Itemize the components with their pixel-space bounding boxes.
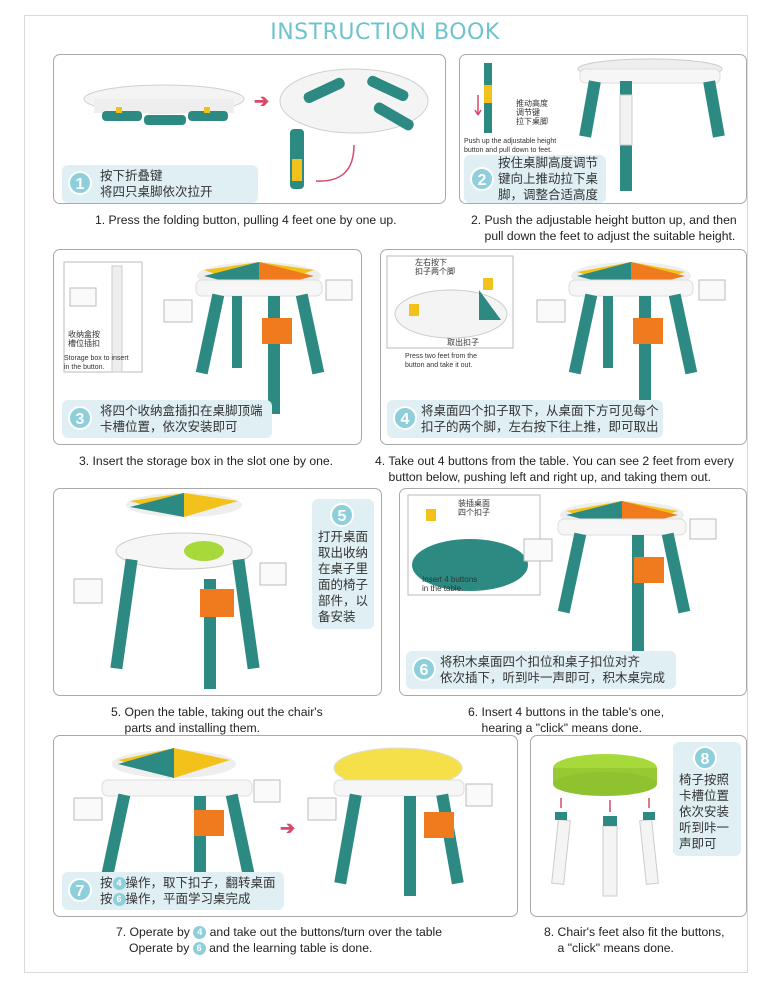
step-4-callout-cn-2: 取出扣子 [447, 338, 479, 347]
step-2-chinese-text: 按住桌脚高度调节 键向上推动拉下桌 脚，调整合适高度 [498, 156, 599, 202]
step-4-instruction-box: 4 将桌面四个扣子取下，从桌面下方可见每个 扣子的两个脚，左右按下往上推，即可取… [387, 400, 663, 438]
step-8-instruction-box: 8 椅子按照 卡槽位置 依次安装 听到咔一 声即可 [673, 742, 741, 856]
step-7-caption-1-post: and take out the buttons/turn over the t… [209, 925, 443, 939]
step-2-callout-cn: 推动高度 调节键 拉下桌脚 [516, 99, 548, 126]
step-1-caption: 1. Press the folding button, pulling 4 f… [95, 213, 397, 227]
step-7-caption-1-ref-badge: 4 [193, 926, 207, 940]
step-7-caption-line-2: Operate by 6 and the learning table is d… [129, 940, 372, 956]
step-3-callout-cn: 收纳盒按 槽位插扣 [68, 330, 100, 348]
step-7-cn-line-1-ref-badge: 4 [112, 877, 126, 891]
step-6-chinese-text: 将积木桌面四个扣位和桌子扣位对齐 依次插下，听到咔一声即可，积木桌完成 [440, 655, 666, 685]
storage-box-illustration [63, 261, 353, 414]
step-7-cn-line-2-ref-badge: 6 [112, 893, 126, 907]
step-7-caption-2-ref-badge: 6 [192, 942, 206, 956]
step-8-panel: 8 椅子按照 卡槽位置 依次安装 听到咔一 声即可 [530, 735, 747, 917]
remove-buttons-illustration [386, 255, 726, 414]
step-7-caption-1-pre: 7. Operate by [116, 925, 190, 939]
step-2-callout-en: Push up the adjustable height button and… [464, 138, 557, 154]
folded-table-illustration: ➔ [83, 68, 429, 189]
step-3-caption: 3. Insert the storage box in the slot on… [79, 454, 334, 468]
svg-text:➔: ➔ [254, 91, 269, 111]
step-1-instruction-box: 1 按下折叠键 将四只桌脚依次拉开 [62, 165, 258, 203]
step-8-number-badge: 8 [693, 746, 717, 770]
step-5-number-badge: 5 [330, 503, 354, 527]
step-3-chinese-text: 将四个收纳盒插扣在桌脚顶端 卡槽位置，依次安装即可 [100, 404, 263, 434]
step-1-chinese-text: 按下折叠键 将四只桌脚依次拉开 [100, 169, 213, 199]
step-3-panel: 收纳盒按 槽位插扣 Storage box to insert in the b… [53, 249, 362, 445]
step-1-panel: ➔ 1 按下折叠键 将四只桌脚依次拉开 [53, 54, 446, 204]
step-4-panel: 左右按下 扣子两个脚 取出扣子 Press two feet from the … [380, 249, 747, 445]
step-4-number-badge: 4 [393, 406, 417, 430]
step-7-cn-line-2-pre: 按 [100, 892, 113, 906]
adjust-height-illustration [474, 58, 725, 191]
step-8-caption: 8. Chair's feet also fit the buttons, a … [544, 925, 725, 955]
step-5-panel: 5 打开桌面 取出收纳 在桌子里 面的椅子 部件，以 备安装 [53, 488, 382, 696]
step-1-number-badge: 1 [68, 171, 92, 195]
step-7-caption-line-1: 7. Operate by 4 and take out the buttons… [116, 924, 442, 940]
step-5-caption: 5. Open the table, taking out the chair'… [111, 705, 323, 735]
step-7-cn-line-2-post: 操作，平面学习桌完成 [125, 892, 251, 906]
step-6-caption: 6. Insert 4 buttons in the table's one, … [468, 705, 665, 735]
step-4-callout-en: Press two feet from the button and take … [405, 353, 477, 369]
flip-table-illustration: ➔ [73, 747, 493, 896]
step-5-chinese-text: 打开桌面 取出收纳 在桌子里 面的椅子 部件，以 备安装 [318, 530, 369, 624]
open-table-illustration [73, 493, 287, 689]
step-4-caption: 4. Take out 4 buttons from the table. Yo… [375, 454, 734, 484]
page-title: INSTRUCTION BOOK [270, 20, 500, 45]
step-7-cn-line-1-pre: 按 [100, 876, 113, 890]
step-2-caption: 2. Push the adjustable height button up,… [471, 213, 737, 243]
step-7-caption-2-post: and the learning table is done. [209, 941, 373, 955]
page-border [24, 15, 748, 973]
step-3-callout-en: Storage box to insert in the button. [64, 355, 129, 371]
step-3-instruction-box: 3 将四个收纳盒插扣在桌脚顶端 卡槽位置，依次安装即可 [62, 400, 272, 438]
step-6-callout-en: Insert 4 buttons in the table. [422, 575, 478, 593]
step-5-instruction-box: 5 打开桌面 取出收纳 在桌子里 面的椅子 部件，以 备安装 [312, 499, 374, 629]
step-6-callout-cn: 装插桌面 四个扣子 [458, 499, 490, 517]
step-2-number-badge: 2 [470, 167, 494, 191]
step-3-number-badge: 3 [68, 406, 92, 430]
step-4-chinese-text: 将桌面四个扣子取下，从桌面下方可见每个 扣子的两个脚，左右按下往上推，即可取出 [421, 404, 659, 434]
step-6-panel: 装插桌面 四个扣子 Insert 4 buttons in the table.… [399, 488, 747, 696]
step-6-number-badge: 6 [412, 657, 436, 681]
insert-buttons-illustration [407, 494, 717, 653]
step-7-caption-2-pre: Operate by [129, 941, 190, 955]
step-7-number-badge: 7 [68, 878, 92, 902]
chair-illustration [551, 754, 659, 897]
step-8-chinese-text: 椅子按照 卡槽位置 依次安装 听到咔一 声即可 [679, 773, 730, 851]
step-2-panel: 推动高度 调节键 拉下桌脚 Push up the adjustable hei… [459, 54, 747, 204]
step-6-instruction-box: 6 将积木桌面四个扣位和桌子扣位对齐 依次插下，听到咔一声即可，积木桌完成 [406, 651, 676, 689]
step-7-cn-line-1-post: 操作，取下扣子，翻转桌面 [125, 876, 276, 890]
svg-text:➔: ➔ [280, 818, 295, 838]
step-4-callout-cn-1: 左右按下 扣子两个脚 [415, 258, 455, 276]
step-2-instruction-box: 2 按住桌脚高度调节 键向上推动拉下桌 脚，调整合适高度 [464, 155, 606, 203]
